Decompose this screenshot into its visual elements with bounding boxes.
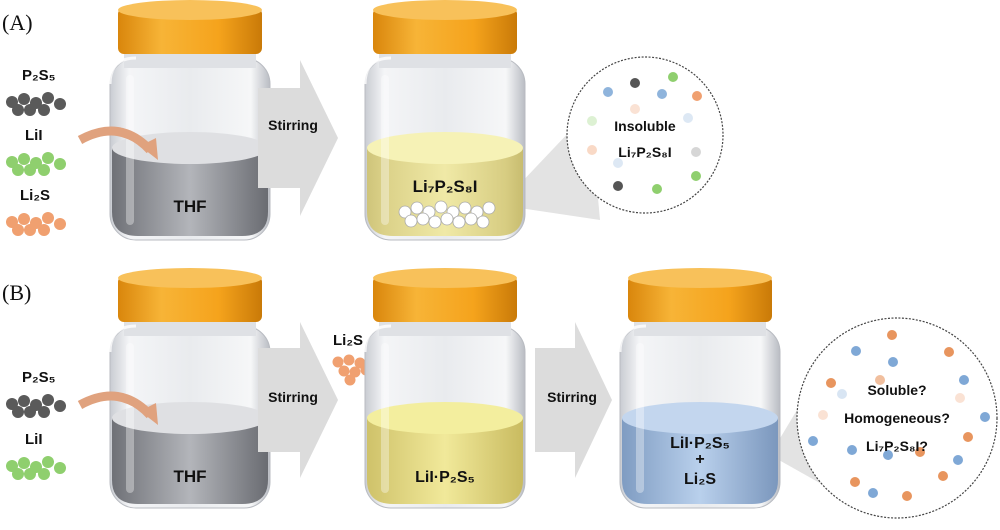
arrow-label: Stirring [268, 389, 318, 405]
jar-thf-a: THF [108, 0, 271, 241]
panel-a-label: (A) [2, 10, 33, 35]
panel-b-label: (B) [2, 280, 31, 305]
reagent-li2s-a: Li₂S [6, 187, 66, 236]
jar-intermediate-b: LiI·P₂S₅ [363, 267, 526, 509]
reagent-label: Li₂S [333, 332, 363, 349]
reagent-lii-b: LiI [6, 431, 66, 480]
jar-product-a: Li₇P₂S₈I [363, 0, 526, 241]
stirring-arrow-b1: Stirring [258, 322, 338, 478]
arrow-label: Stirring [268, 117, 318, 133]
zoom-text: Soluble? [867, 382, 926, 398]
reagent-label: Li₂S [20, 187, 50, 204]
reagent-p2s5-b: P₂S₅ [6, 369, 66, 418]
jar-final-b: LiI·P₂S₅ + Li₂S [618, 267, 781, 509]
reagent-label: LiI [25, 127, 43, 144]
reagent-lii-a: LiI [6, 127, 66, 176]
stirring-arrow-a: Stirring [258, 60, 338, 216]
zoom-circle-a: Insoluble Li₇P₂S₈I [566, 56, 724, 214]
li2s-particles [6, 212, 66, 236]
lii-particles [6, 152, 66, 176]
zoom-circle-b: Soluble? Homogeneous? Li₇P₂S₈I? [796, 317, 998, 519]
intermediate-label: LiI·P₂S₅ [415, 469, 475, 486]
final-label: Li₂S [684, 471, 716, 488]
reagent-p2s5-a: P₂S₅ [6, 67, 66, 116]
p2s5-particles [6, 92, 66, 116]
final-label: + [695, 451, 704, 468]
dispersed-particles [808, 330, 990, 501]
reagent-label: P₂S₅ [22, 369, 56, 386]
arrow-label: Stirring [547, 389, 597, 405]
thf-liquid [112, 148, 268, 236]
jar-thf-b: THF [108, 267, 271, 509]
dispersed-particles [587, 72, 702, 194]
final-label: LiI·P₂S₅ [670, 435, 730, 452]
precipitate-particles [398, 200, 496, 229]
zoom-text: Homogeneous? [844, 410, 950, 426]
product-label: Li₇P₂S₈I [413, 177, 478, 196]
stirring-arrow-b2: Stirring [535, 322, 612, 478]
reagent-label: LiI [25, 431, 43, 448]
zoom-text: Insoluble [614, 118, 676, 134]
zoom-text: Li₇P₂S₈I [618, 144, 671, 160]
solvent-label: THF [173, 197, 206, 216]
reagent-label: P₂S₅ [22, 67, 56, 84]
zoom-text: Li₇P₂S₈I? [866, 438, 928, 454]
solvent-label: THF [173, 467, 206, 486]
